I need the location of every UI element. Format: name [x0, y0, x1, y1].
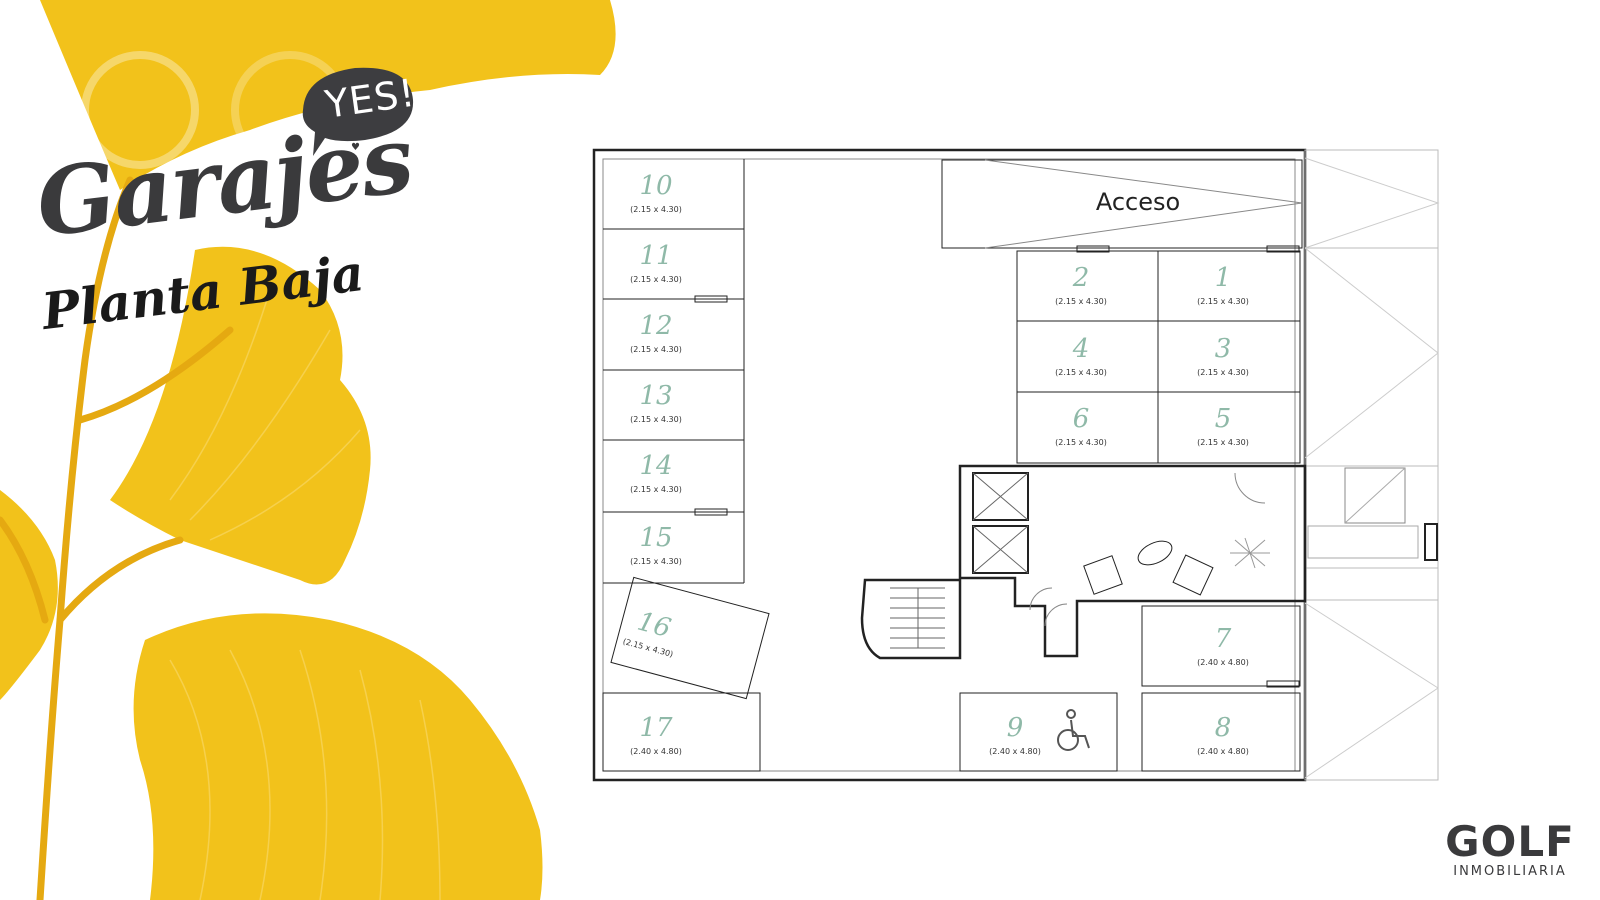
slot-number: 17 [639, 713, 673, 743]
parking-slot-10: 10 (2.15 x 4.30) [630, 171, 682, 214]
parking-slot-15: 15 (2.15 x 4.30) [630, 523, 682, 566]
parking-slot-4: 4 (2.15 x 4.30) [1055, 334, 1107, 377]
floor-plan: Acceso 10(2.15 x 4.30)11(2.15 x 4.30)12(… [592, 148, 1440, 782]
title-block: ♥ [40, 60, 460, 380]
slot-number: 15 [639, 523, 672, 553]
slot-number: 10 [639, 171, 672, 201]
parking-slot-14: 14 (2.15 x 4.30) [630, 451, 682, 494]
logo-main-text: GOLF [1445, 817, 1575, 866]
slot-number: 14 [639, 451, 672, 481]
parking-slot-3: 3 (2.15 x 4.30) [1197, 334, 1249, 377]
parking-slot-17: 17 (2.40 x 4.80) [630, 713, 682, 756]
slot-number: 9 [1007, 713, 1024, 743]
slot-dimensions: (2.40 x 4.80) [989, 747, 1041, 756]
parking-slot-5: 5 (2.15 x 4.30) [1197, 404, 1249, 447]
access-label: Acceso [1096, 188, 1180, 216]
slot-number: 5 [1215, 404, 1232, 434]
logo-sub-text: INMOBILIARIA [1453, 864, 1567, 879]
slot-dimensions: (2.15 x 4.30) [630, 557, 682, 566]
slot-dimensions: (2.15 x 4.30) [630, 485, 682, 494]
parking-slot-6: 6 (2.15 x 4.30) [1055, 404, 1107, 447]
parking-slot-16: 16(2.15 x 4.30) [622, 607, 674, 660]
slot-dimensions: (2.15 x 4.30) [630, 205, 682, 214]
slot-dimensions: (2.15 x 4.30) [630, 415, 682, 424]
parking-slot-9: 9 (2.40 x 4.80) [989, 713, 1041, 756]
slot-dimensions: (2.15 x 4.30) [1055, 297, 1107, 306]
slot-number: 16 [634, 607, 674, 645]
slot-dimensions: (2.15 x 4.30) [1197, 297, 1249, 306]
slot-dimensions: (2.15 x 4.30) [1197, 438, 1249, 447]
slot-dimensions: (2.15 x 4.30) [630, 275, 682, 284]
heart-icon: ♥ [351, 142, 360, 153]
slot-number: 11 [639, 241, 672, 271]
parking-slot-2: 2 (2.15 x 4.30) [1055, 263, 1107, 306]
parking-slot-7: 7 (2.40 x 4.80) [1197, 624, 1249, 667]
parking-slot-12: 12 (2.15 x 4.30) [630, 311, 682, 354]
slot-dimensions: (2.15 x 4.30) [1197, 368, 1249, 377]
slot-number: 7 [1215, 624, 1232, 654]
slot-number: 13 [639, 381, 672, 411]
slot-dimensions: (2.15 x 4.30) [1055, 368, 1107, 377]
parking-slot-1: 1 (2.15 x 4.30) [1197, 263, 1249, 306]
slot-number: 4 [1072, 334, 1090, 364]
golf-logo: GOLF INMOBILIARIA [1440, 817, 1580, 880]
slot-dimensions: (2.40 x 4.80) [1197, 658, 1249, 667]
slot-dimensions: (2.15 x 4.30) [1055, 438, 1107, 447]
parking-slot-13: 13 (2.15 x 4.30) [630, 381, 682, 424]
parking-slot-8: 8 (2.40 x 4.80) [1197, 713, 1249, 756]
speech-bubble-icon [302, 67, 414, 156]
parking-slot-11: 11 (2.15 x 4.30) [630, 241, 682, 284]
slot-number: 1 [1215, 263, 1232, 293]
slot-number: 8 [1215, 713, 1232, 743]
wheelchair-icon [1057, 709, 1090, 751]
slot-number: 3 [1215, 334, 1232, 364]
slot-number: 2 [1072, 263, 1090, 293]
slot-number: 12 [639, 311, 672, 341]
slot-number: 6 [1073, 404, 1090, 434]
slot-dimensions: (2.40 x 4.80) [630, 747, 682, 756]
slot-dimensions: (2.15 x 4.30) [630, 345, 682, 354]
slot-dimensions: (2.40 x 4.80) [1197, 747, 1249, 756]
ginkgo-leaves-illustration [0, 0, 616, 900]
